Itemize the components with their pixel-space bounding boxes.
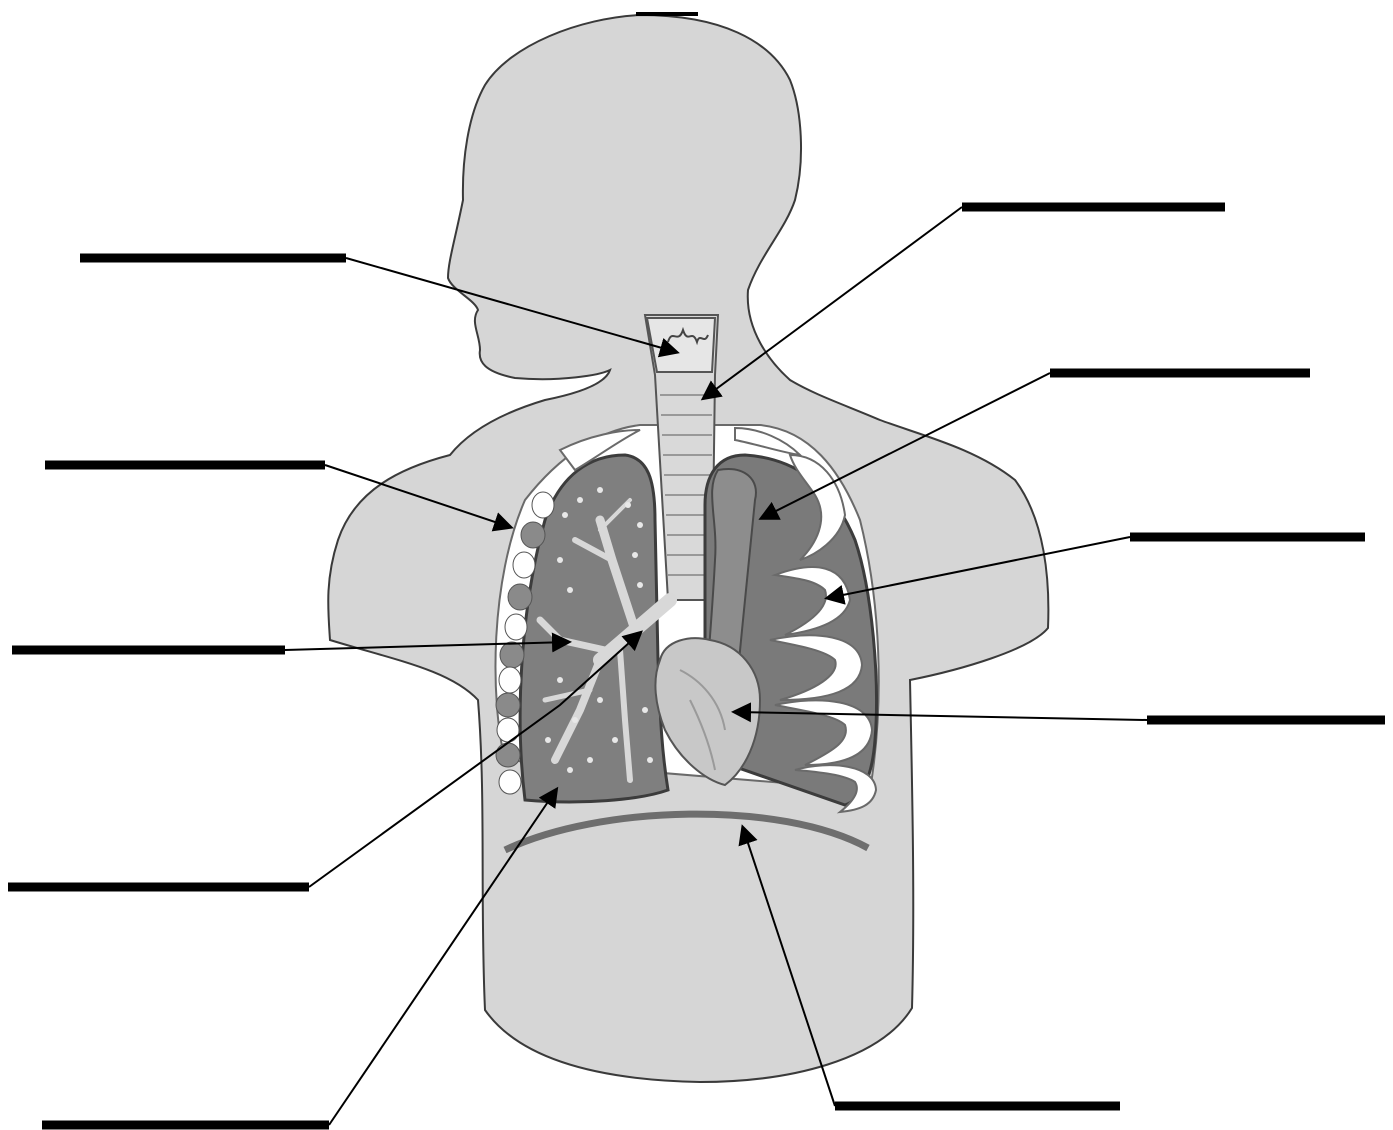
- respiratory-diagram: [0, 0, 1393, 1130]
